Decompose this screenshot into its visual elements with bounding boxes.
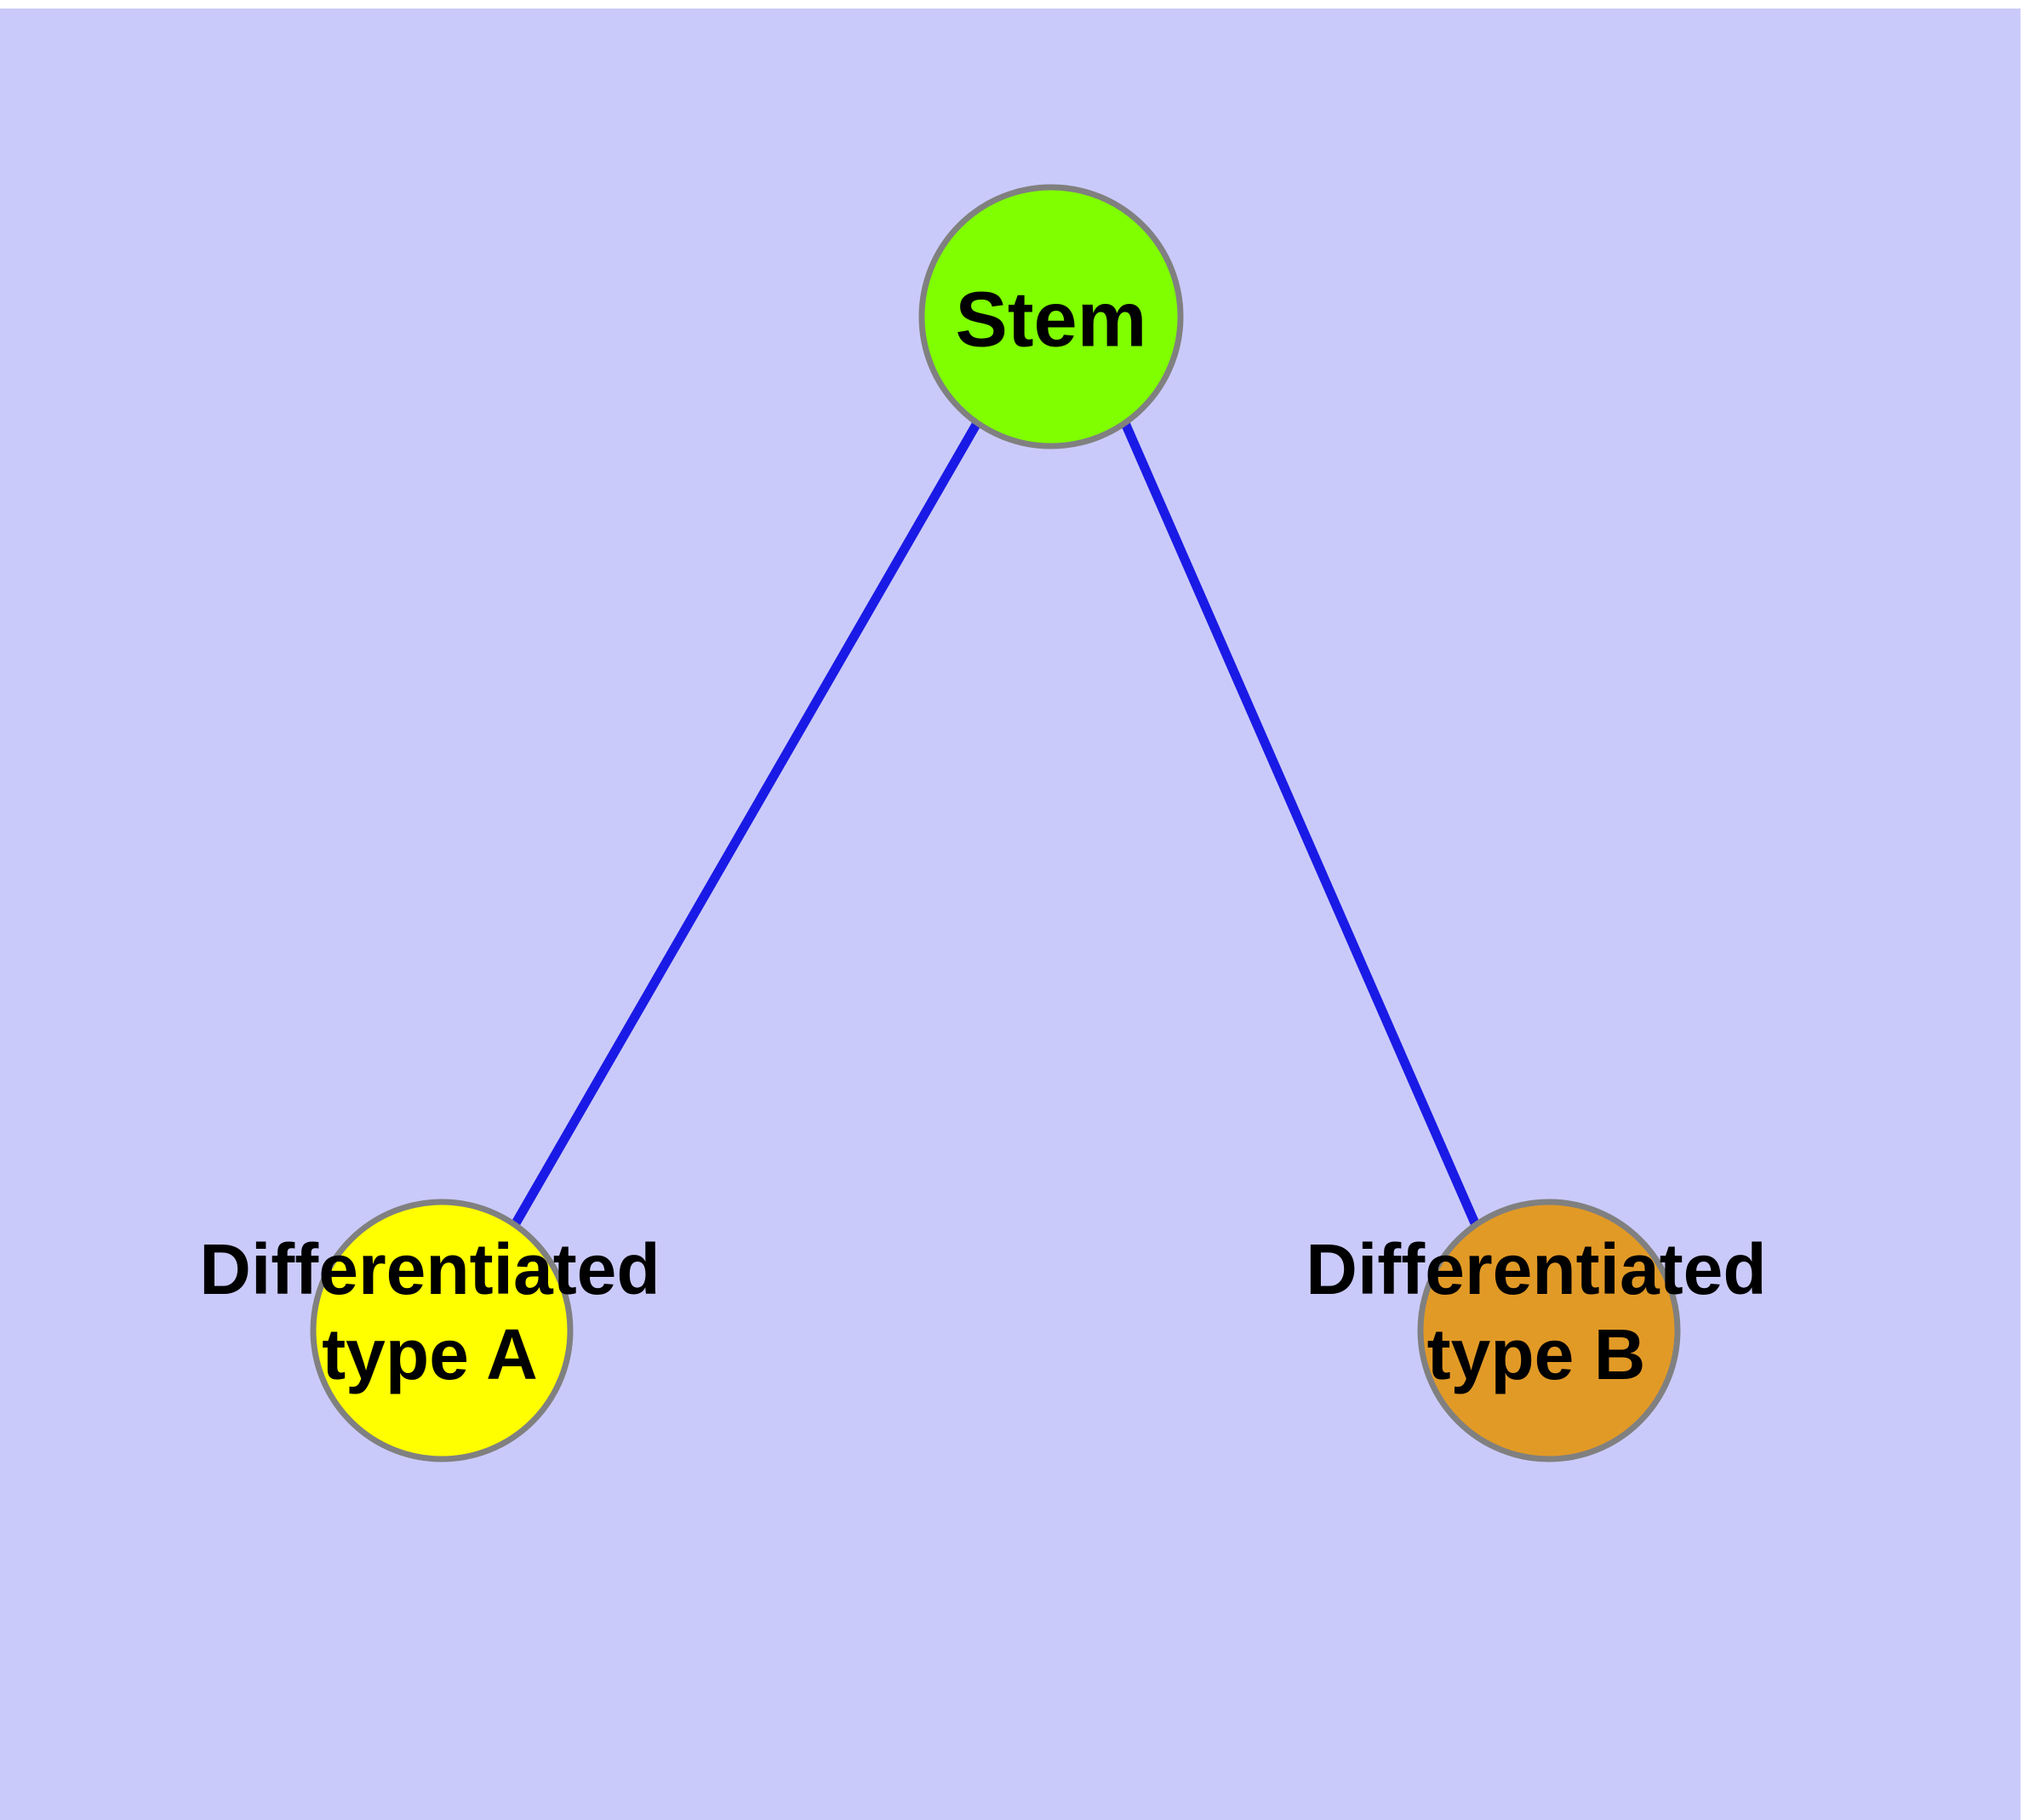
node-label-stem: Stem bbox=[956, 276, 1147, 363]
diagram-plot-area: Stem Differentiated type A Differentiate… bbox=[0, 9, 2020, 1820]
edge-stem-to-differentiated-type-b[interactable] bbox=[1120, 421, 1480, 1226]
node-label-differentiated-type-a-line1: Differentiated bbox=[199, 1229, 660, 1309]
node-label-differentiated-type-b-line1: Differentiated bbox=[1306, 1229, 1766, 1309]
edge-stem-to-differentiated-type-a[interactable] bbox=[512, 421, 981, 1226]
node-differentiated-type-a[interactable] bbox=[310, 1199, 574, 1462]
node-differentiated-type-b[interactable] bbox=[1417, 1199, 1681, 1462]
node-circle-differentiated-type-b[interactable] bbox=[1417, 1199, 1681, 1462]
node-label-differentiated-type-a-line2: type A bbox=[322, 1314, 538, 1394]
node-labels-overlay: Differentiated type A Differentiated typ… bbox=[199, 1229, 1766, 1394]
node-label-differentiated-type-b-line2: type B bbox=[1427, 1314, 1646, 1394]
cell-differentiation-graph: Stem Differentiated type A Differentiate… bbox=[199, 184, 1767, 1462]
node-circle-differentiated-type-a[interactable] bbox=[310, 1199, 574, 1462]
node-stem[interactable]: Stem bbox=[918, 184, 1184, 449]
edges-group bbox=[512, 421, 1480, 1226]
node-circle-stem[interactable] bbox=[918, 184, 1184, 449]
